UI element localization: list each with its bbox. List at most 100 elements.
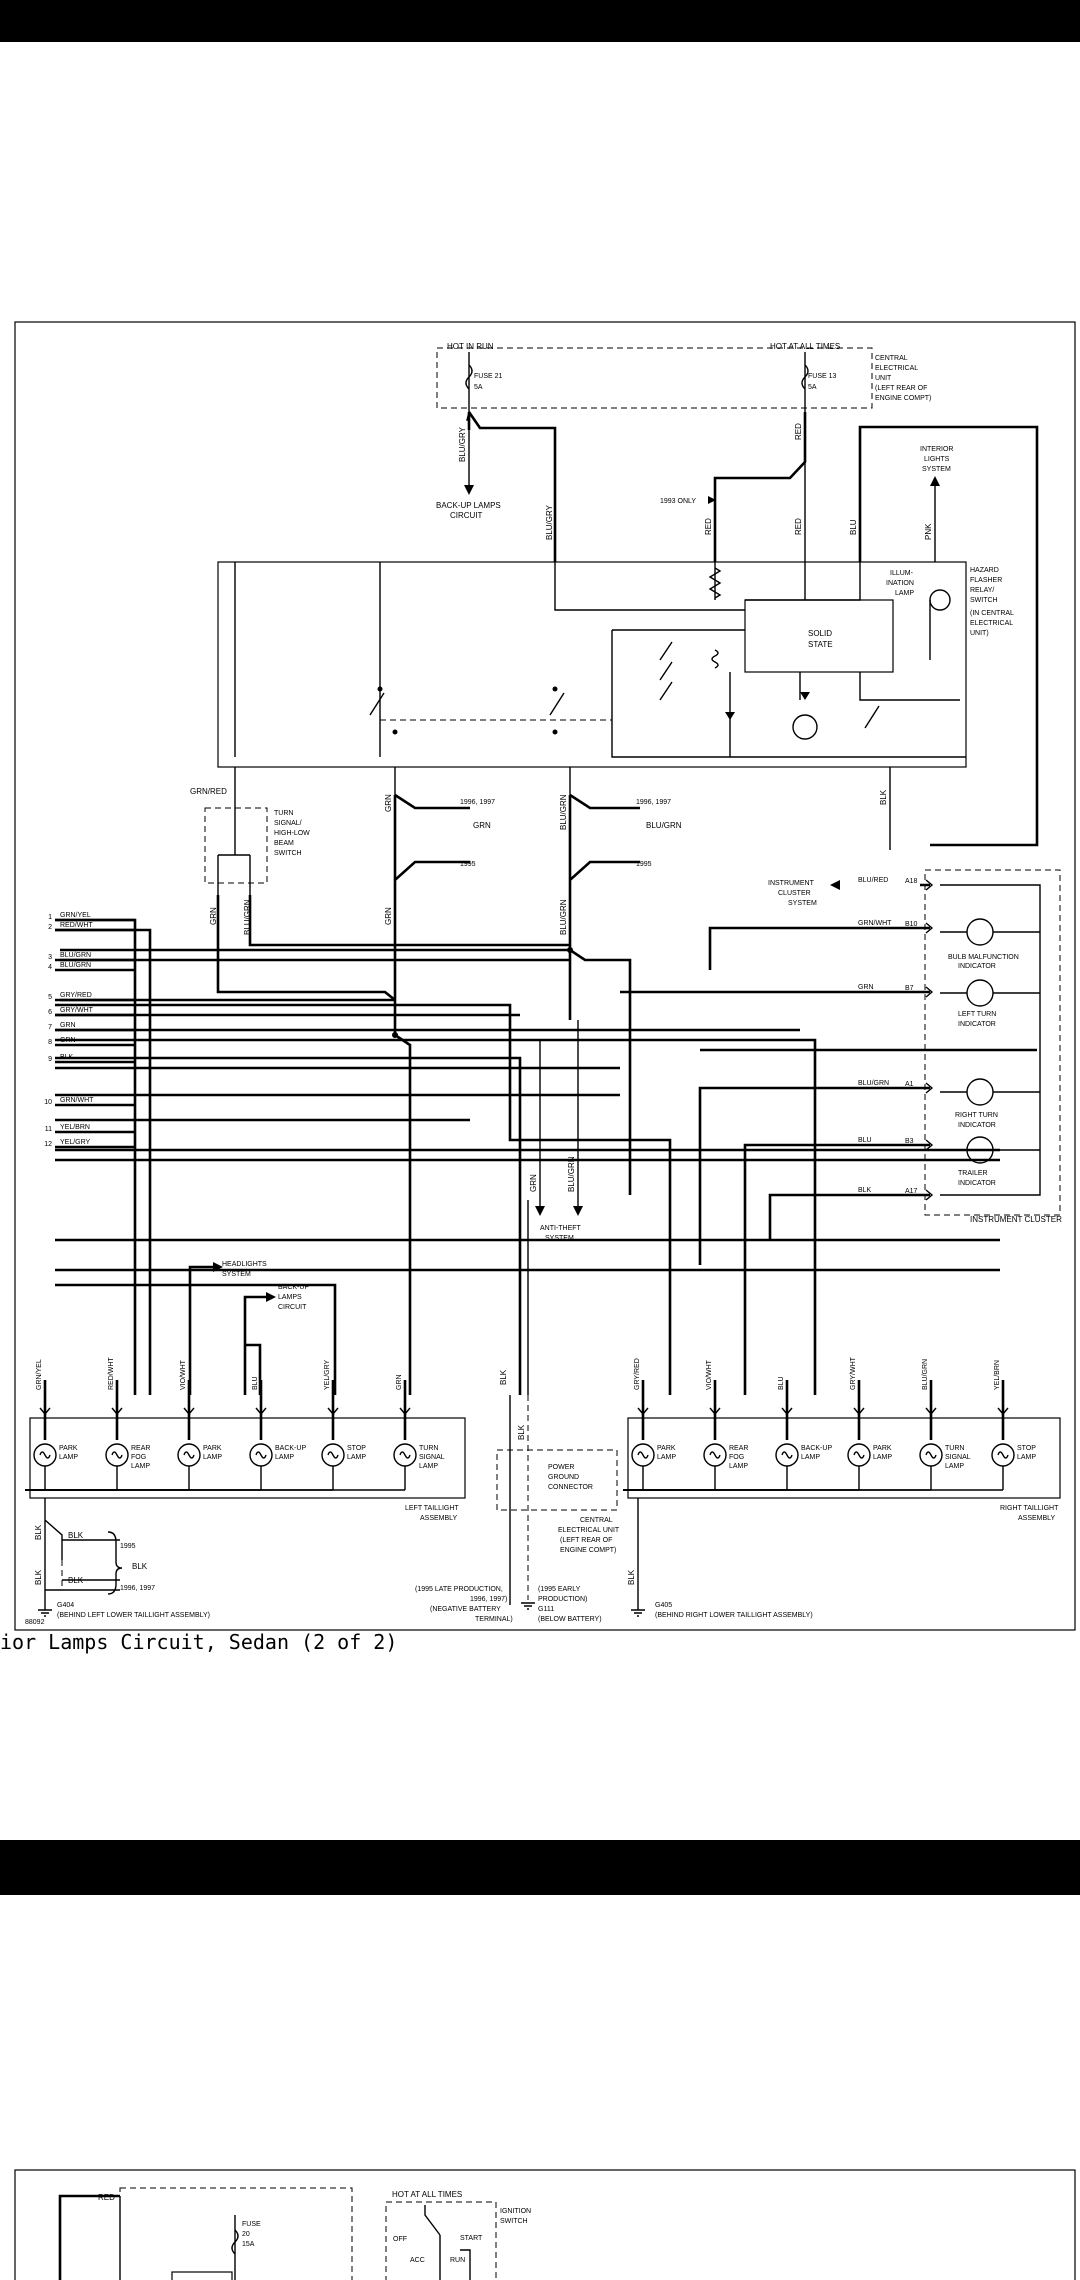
late-4: TERMINAL) <box>475 1616 513 1623</box>
harness-wire-label: GRN/YEL <box>60 912 91 919</box>
top-black-band <box>0 0 1080 42</box>
hazard-7: UNIT) <box>970 630 989 637</box>
harness-wire-label: GRY/WHT <box>60 1007 94 1014</box>
illum-1: ILLUM- <box>890 570 914 577</box>
lamp-connector <box>183 1407 195 1416</box>
diode-2 <box>800 692 810 700</box>
harness-pin: 9 <box>48 1056 52 1063</box>
bulb-2: INDICATOR <box>958 963 996 970</box>
backup-label-2: CIRCUIT <box>450 511 483 520</box>
anti-1: ANTI-THEFT <box>540 1225 582 1232</box>
ignition-inner-box <box>171 2271 233 2280</box>
lamp-label: PARK <box>873 1445 892 1452</box>
switch-dot-2 <box>392 729 398 735</box>
cluster-pins: A18BLU/REDB10GRN/WHTB7GRNA1BLU/GRNB3BLUA… <box>858 877 934 1201</box>
cluster-pin-label: B7 <box>905 985 914 992</box>
headlight-wire <box>188 1265 215 1395</box>
harness-pin: 5 <box>48 994 52 1001</box>
illum-2: INATION <box>886 580 914 587</box>
lamp-label: LAMP <box>657 1454 676 1461</box>
turn-sw-4: BEAM <box>274 840 294 847</box>
backup-lamps-3: CIRCUIT <box>278 1304 307 1311</box>
fuse-20-n: 20 <box>242 2231 250 2238</box>
hot-at-all-times-label: HOT AT ALL TIMES <box>770 342 840 351</box>
ceu-line-5: ENGINE COMPT) <box>875 395 931 402</box>
fuse-13-amp: 5A <box>808 384 817 391</box>
ic-sys-3: SYSTEM <box>788 900 817 907</box>
lamp-filament <box>997 1451 1009 1459</box>
pnk-arrow <box>930 476 940 486</box>
harness-pin: 2 <box>48 924 52 931</box>
blk-l3: BLK <box>68 1531 84 1540</box>
g404: G404 <box>57 1602 74 1609</box>
early-1: (1995 EARLY <box>538 1586 581 1593</box>
bulb-1: BULB MALFUNCTION <box>948 954 1019 961</box>
diagram-frame <box>14 321 1076 1631</box>
lamp-label: LAMP <box>801 1454 820 1461</box>
interior-label-2: LIGHTS <box>924 456 950 463</box>
lturn-2: INDICATOR <box>958 1021 996 1028</box>
blk-l5: BLK <box>68 1576 84 1585</box>
ceu-dashed-box <box>436 347 873 409</box>
blk-c1: BLK <box>499 1369 508 1385</box>
lamp-label: REAR <box>729 1445 748 1452</box>
cluster-pin-connector <box>925 922 934 934</box>
lamp-connector <box>399 1407 411 1416</box>
lamp-label: STOP <box>347 1445 366 1452</box>
trailer-2: INDICATOR <box>958 1180 996 1187</box>
harness-wire-label: YEL/GRY <box>60 1139 91 1146</box>
ign-start: START <box>460 2235 483 2242</box>
relay-coil <box>711 649 719 669</box>
right-tail-1: RIGHT TAILLIGHT <box>1000 1505 1059 1512</box>
red-wire-main <box>713 412 807 562</box>
hot-in-run-label: HOT IN RUN <box>447 342 494 351</box>
lamp-connector <box>111 1407 123 1416</box>
harness-pin: 7 <box>48 1024 52 1031</box>
lamp-label: REAR <box>131 1445 150 1452</box>
ic-sys-arrow <box>830 880 840 890</box>
y95-ground: 1995 <box>120 1543 136 1550</box>
lamp-connector <box>255 1407 267 1416</box>
turn-sw-5: SWITCH <box>274 850 302 857</box>
bulb-malfunction-lamp <box>966 918 994 946</box>
harness-wire-label: BLU/GRN <box>60 962 91 969</box>
lamp-label: LAMP <box>275 1454 294 1461</box>
lamp-wire-label: BLU <box>778 1376 785 1390</box>
cluster-wire-label: BLU/RED <box>858 877 888 884</box>
grn-variant-label: GRN <box>473 821 491 830</box>
red-bottom: RED <box>98 2193 115 2202</box>
middle-black-band <box>0 1840 1080 1895</box>
left-taillight-box <box>29 1417 466 1499</box>
cluster-pin-connector <box>925 1139 934 1151</box>
headlights-1: HEADLIGHTS <box>222 1261 267 1268</box>
lamp-label: LAMP <box>59 1454 78 1461</box>
lamp-label: BACK-UP <box>275 1445 306 1452</box>
splice-grn <box>392 1032 398 1038</box>
right-lamps: PARKLAMPGRY/REDREARFOGLAMPVIO/WHTBACK-UP… <box>623 1356 1036 1491</box>
fuse-20: FUSE <box>242 2221 261 2228</box>
lamp-filament <box>637 1451 649 1459</box>
fuse-20-wire <box>119 2196 236 2280</box>
pgc-3: CONNECTOR <box>548 1484 593 1491</box>
lamp-wire-label: YEL/BRN <box>994 1360 1001 1390</box>
below-batt: (BELOW BATTERY) <box>538 1616 602 1623</box>
lamp-label: TURN <box>419 1445 438 1452</box>
ceu2-1: CENTRAL <box>580 1517 613 1524</box>
y9697-ground: 1996, 1997 <box>120 1585 155 1592</box>
lamp-label: LAMP <box>729 1463 748 1470</box>
lamp-wire-label: GRN <box>396 1374 403 1390</box>
lamp-filament <box>709 1451 721 1459</box>
g404-symbol <box>38 1609 52 1617</box>
cluster-wire-label: BLU <box>858 1137 872 1144</box>
anti-blu-grn: BLU/GRN <box>567 1156 576 1192</box>
backup-arrow <box>464 485 474 495</box>
ic-sys-1: INSTRUMENT <box>768 880 815 887</box>
left-tail-1: LEFT TAILLIGHT <box>405 1505 459 1512</box>
relay-internal-wires <box>234 562 966 758</box>
anti-arrow-1 <box>535 1206 545 1216</box>
illum-lamp <box>929 589 951 611</box>
cluster-pin-connector <box>925 1189 934 1201</box>
pgc-2: GROUND <box>548 1474 579 1481</box>
hazard-6: ELECTRICAL <box>970 620 1013 627</box>
g111: G111 <box>538 1606 554 1613</box>
